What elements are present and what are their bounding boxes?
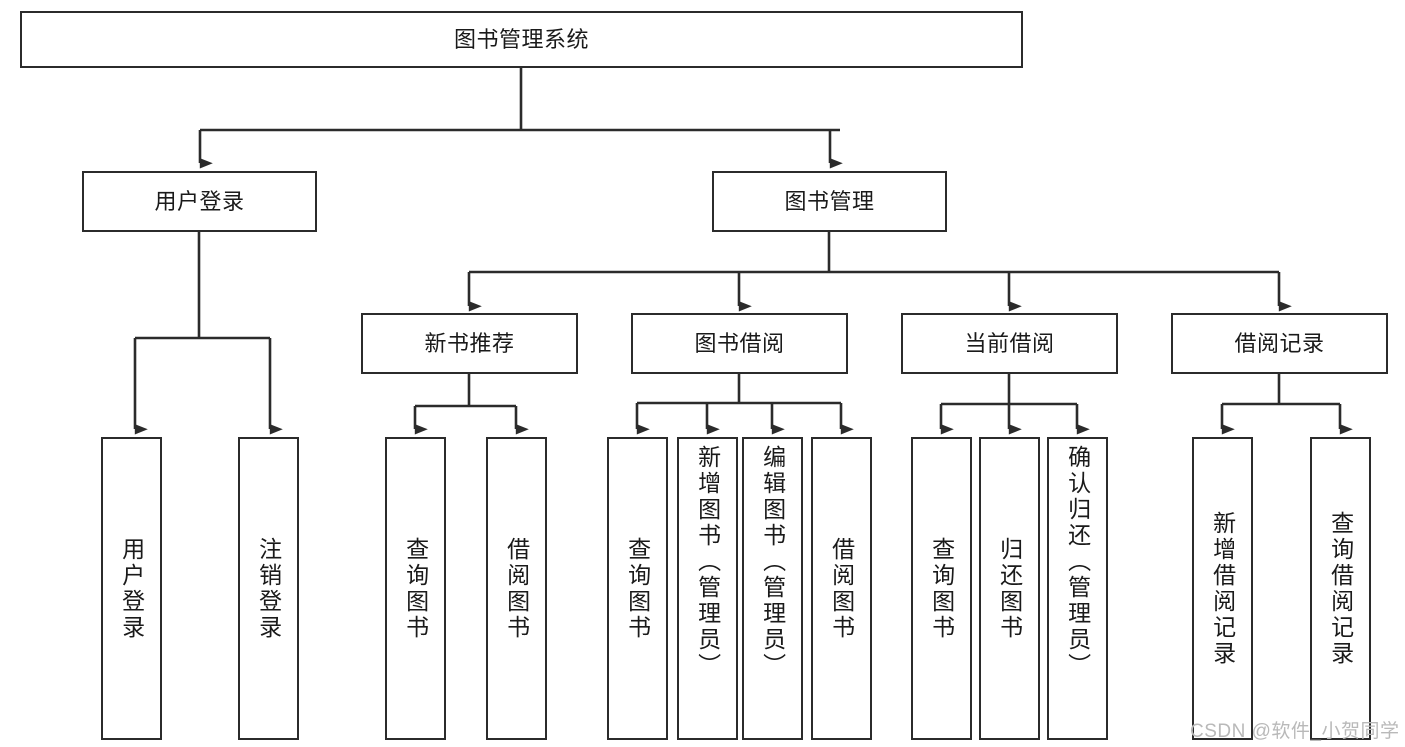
node-leaf-confirm-return[interactable]: 确认归还（管理员） (1047, 437, 1108, 740)
node-leaf-borrow-book-2[interactable]: 借阅图书 (811, 437, 872, 740)
node-leaf-user-login[interactable]: 用户登录 (101, 437, 162, 740)
node-leaf-query-book-1-label: 查询图书 (402, 536, 429, 641)
node-leaf-return-book-label: 归还图书 (996, 536, 1023, 641)
node-leaf-edit-book-label: 编辑图书（管理员） (759, 445, 786, 679)
node-leaf-query-book-2[interactable]: 查询图书 (607, 437, 668, 740)
node-leaf-logout-label: 注销登录 (255, 536, 282, 641)
node-leaf-query-book-2-label: 查询图书 (624, 536, 651, 641)
node-leaf-logout[interactable]: 注销登录 (238, 437, 299, 740)
node-user-login[interactable]: 用户登录 (82, 171, 317, 232)
node-new-book-recommend-label: 新书推荐 (424, 330, 515, 356)
node-book-borrow[interactable]: 图书借阅 (631, 313, 848, 374)
node-borrow-record-label: 借阅记录 (1234, 330, 1325, 356)
node-book-borrow-label: 图书借阅 (694, 330, 785, 356)
node-leaf-return-book[interactable]: 归还图书 (979, 437, 1040, 740)
node-leaf-borrow-book-1-label: 借阅图书 (503, 536, 530, 641)
node-current-borrow-label: 当前借阅 (964, 330, 1055, 356)
node-leaf-query-record[interactable]: 查询借阅记录 (1310, 437, 1371, 740)
node-leaf-borrow-book-1[interactable]: 借阅图书 (486, 437, 547, 740)
node-leaf-add-record-label: 新增借阅记录 (1209, 510, 1236, 667)
node-root[interactable]: 图书管理系统 (20, 11, 1023, 68)
node-leaf-add-record[interactable]: 新增借阅记录 (1192, 437, 1253, 740)
node-user-login-label: 用户登录 (154, 188, 245, 214)
csdn-watermark: CSDN @软件_小贺同学 (1190, 721, 1400, 742)
node-borrow-record[interactable]: 借阅记录 (1171, 313, 1388, 374)
node-leaf-query-record-label: 查询借阅记录 (1327, 510, 1354, 667)
node-leaf-query-book-3[interactable]: 查询图书 (911, 437, 972, 740)
node-book-management-label: 图书管理 (784, 188, 875, 214)
node-leaf-user-login-label: 用户登录 (118, 536, 145, 641)
node-root-label: 图书管理系统 (453, 26, 589, 52)
node-current-borrow[interactable]: 当前借阅 (901, 313, 1118, 374)
node-book-management[interactable]: 图书管理 (712, 171, 947, 232)
node-leaf-edit-book[interactable]: 编辑图书（管理员） (742, 437, 803, 740)
node-leaf-add-book-label: 新增图书（管理员） (694, 445, 721, 679)
node-leaf-confirm-return-label: 确认归还（管理员） (1064, 445, 1091, 679)
node-new-book-recommend[interactable]: 新书推荐 (361, 313, 578, 374)
node-leaf-query-book-3-label: 查询图书 (928, 536, 955, 641)
node-leaf-borrow-book-2-label: 借阅图书 (828, 536, 855, 641)
node-leaf-query-book-1[interactable]: 查询图书 (385, 437, 446, 740)
node-leaf-add-book[interactable]: 新增图书（管理员） (677, 437, 738, 740)
